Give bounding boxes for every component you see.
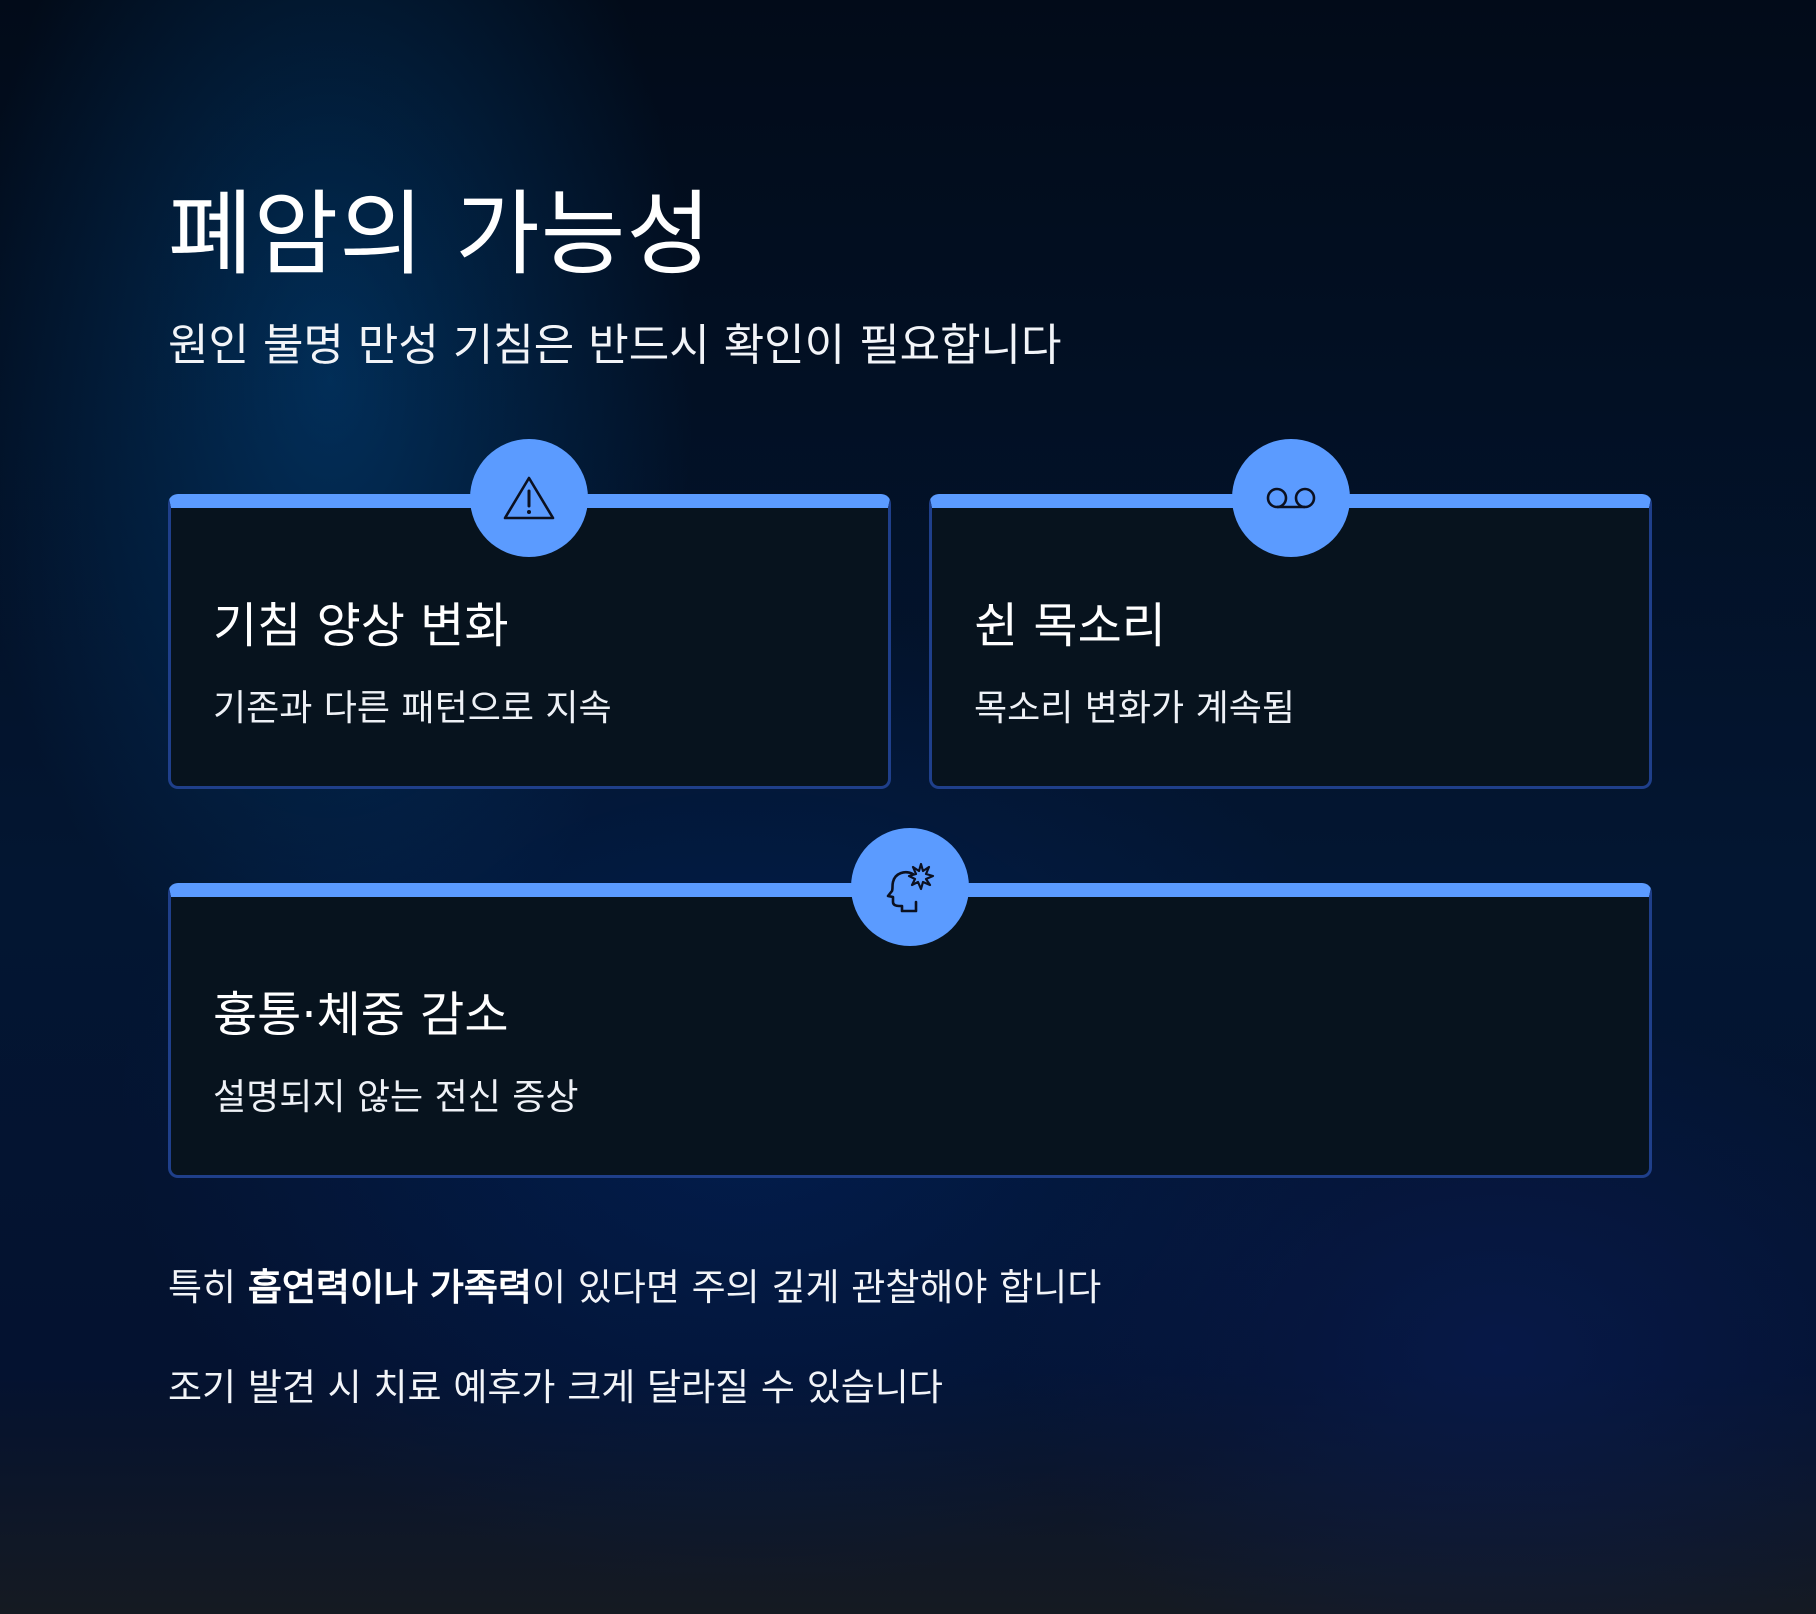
risk-note-space: [418, 1266, 430, 1309]
head-burst-icon: [851, 828, 969, 946]
early-detection-note: 조기 발견 시 치료 예후가 크게 달라질 수 있습니다: [168, 1366, 943, 1409]
card-title: 쉰 목소리: [974, 598, 1166, 654]
risk-note-smoking-emphasis: 흡연력이나: [247, 1266, 419, 1309]
warning-triangle-icon: [470, 439, 588, 557]
card-title: 기침 양상 변화: [213, 598, 509, 654]
card-description: 설명되지 않는 전신 증상: [213, 1077, 579, 1118]
risk-note-family-emphasis: 가족력: [429, 1266, 532, 1309]
card-description: 목소리 변화가 계속됨: [974, 688, 1295, 729]
risk-note-suffix: 이 있다면 주의 깊게 관찰해야 합니다: [531, 1266, 1102, 1309]
risk-note: 특히 흡연력이나 가족력이 있다면 주의 깊게 관찰해야 합니다: [168, 1264, 1101, 1312]
card-title: 흉통·체중 감소: [213, 987, 509, 1043]
page-title: 폐암의 가능성: [168, 181, 713, 288]
page-subtitle: 원인 불명 만성 기침은 반드시 확인이 필요합니다: [168, 320, 1062, 371]
voicemail-icon: [1232, 439, 1350, 557]
risk-note-prefix: 특히: [168, 1266, 248, 1309]
card-description: 기존과 다른 패턴으로 지속: [213, 688, 612, 729]
